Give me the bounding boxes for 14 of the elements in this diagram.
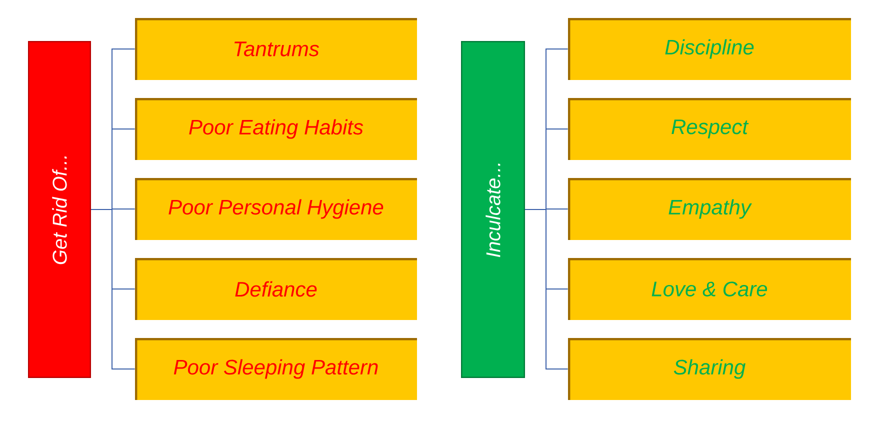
item-box: Tantrums	[135, 18, 417, 80]
item-box: Respect	[568, 98, 851, 160]
item-box: Empathy	[568, 178, 851, 240]
item-box: Sharing	[568, 338, 851, 400]
item-box: Defiance	[135, 258, 417, 320]
item-box: Poor Eating Habits	[135, 98, 417, 160]
connector-line	[90, 209, 136, 370]
category-bar: Get Rid Of...	[28, 41, 91, 378]
item-box: Poor Sleeping Pattern	[135, 338, 417, 400]
item-box: Poor Personal Hygiene	[135, 178, 417, 240]
item-box: Discipline	[568, 18, 851, 80]
connector-line	[524, 209, 568, 370]
item-box: Love & Care	[568, 258, 851, 320]
category-bar: Inculcate...	[461, 41, 525, 378]
